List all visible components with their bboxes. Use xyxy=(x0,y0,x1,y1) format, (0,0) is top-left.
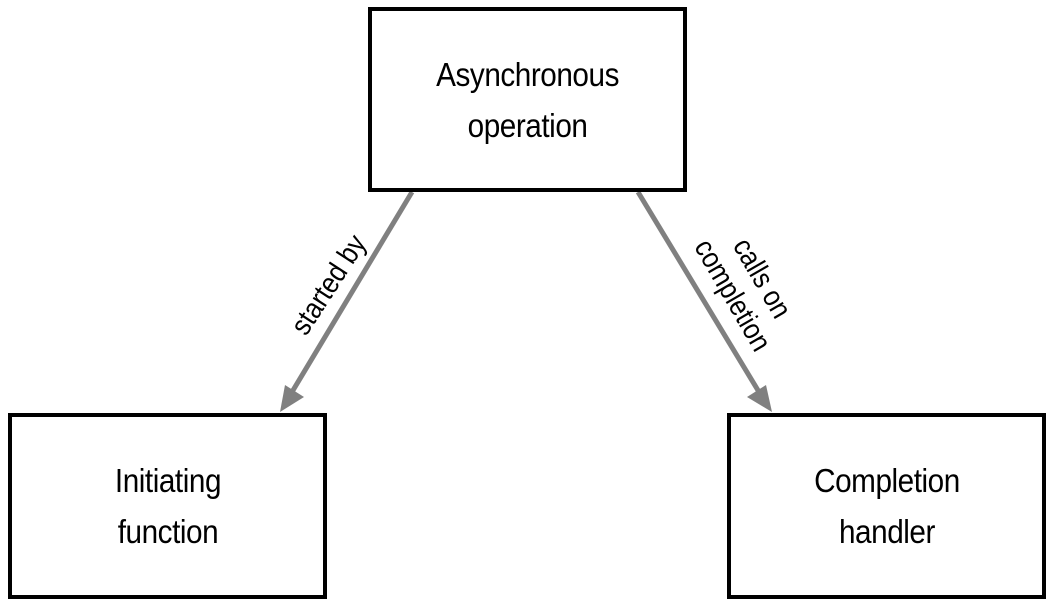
async-operation-label: Asynchronous operation xyxy=(436,55,619,144)
completion-handler-label: Completion handler xyxy=(813,462,960,550)
initiating-function-label: Initiating function xyxy=(114,462,221,550)
async-operation-box: Asynchronous operation xyxy=(368,7,687,192)
arrow-started-by-head xyxy=(280,385,304,412)
arrow-calls-on-completion-line xyxy=(635,190,762,394)
arrow-calls-on-completion-head xyxy=(747,385,772,412)
completion-handler-box: Completion handler xyxy=(727,413,1046,599)
initiating-function-box: Initiating function xyxy=(8,413,327,599)
arrow-started-by-line xyxy=(289,190,415,394)
